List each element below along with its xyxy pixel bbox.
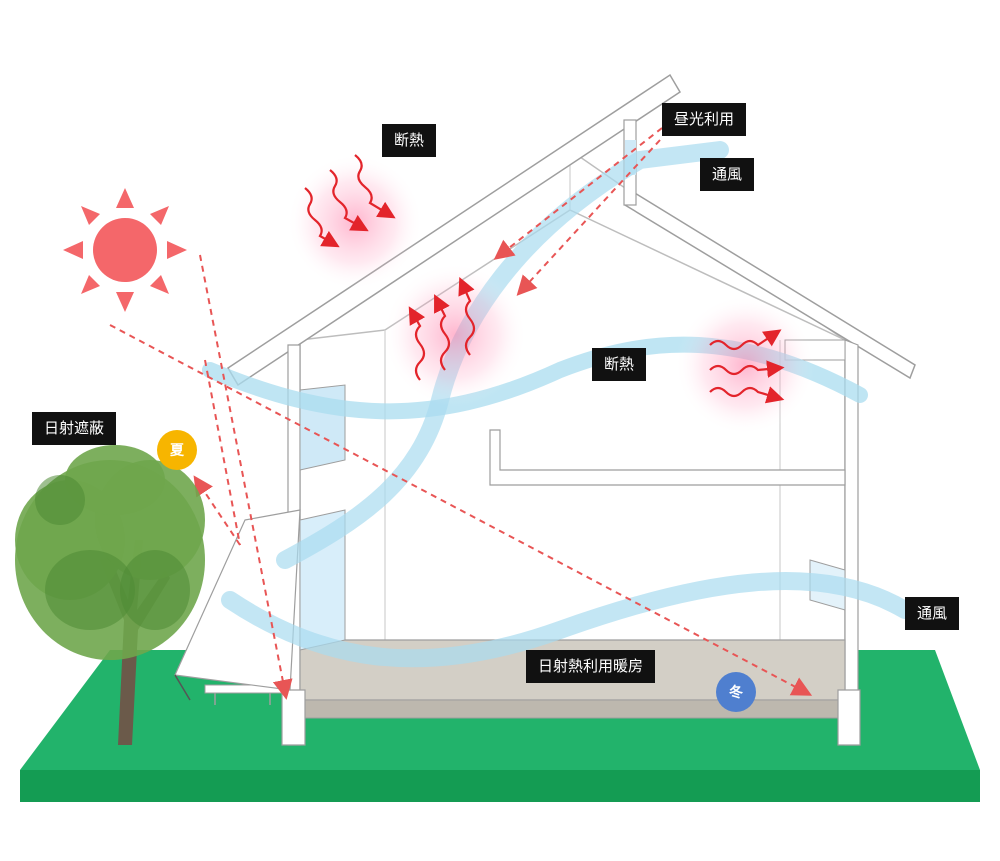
summer-badge: 夏 xyxy=(157,430,197,470)
label-solar-heating: 日射熱利用暖房 xyxy=(526,650,656,683)
label-shading: 日射遮蔽 xyxy=(32,412,117,445)
sun-icon xyxy=(63,188,187,312)
sunlight-arrow-icon xyxy=(109,127,813,700)
label-ventilation-bottom: 通風 xyxy=(905,597,960,630)
label-insulation-wall: 断熱 xyxy=(592,348,647,381)
winter-badge: 冬 xyxy=(716,672,756,712)
label-insulation-roof: 断熱 xyxy=(382,124,437,157)
label-ventilation-top: 通風 xyxy=(700,158,755,191)
tree-icon xyxy=(15,445,205,745)
heat-wave-icon xyxy=(287,154,815,435)
label-daylight: 昼光利用 xyxy=(662,103,747,136)
